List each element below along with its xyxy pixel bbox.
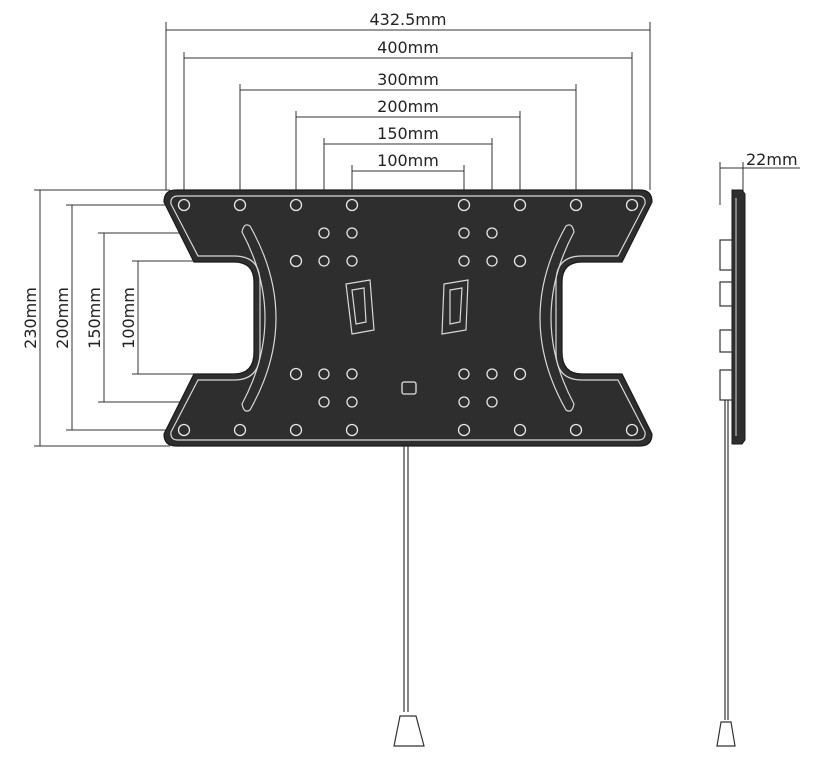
pull-tab [393, 715, 425, 747]
height-230-label: 230mm [21, 287, 40, 349]
side-view [716, 162, 800, 747]
depth-22-label: 22mm [746, 150, 798, 169]
pull-tab-side [716, 721, 736, 747]
width-150-label: 150mm [377, 124, 439, 143]
right-lock-bracket [441, 279, 469, 335]
left-handle-slot [241, 224, 277, 412]
height-150-label: 150mm [85, 287, 104, 349]
pull-cord-front [393, 446, 425, 747]
width-400-label: 400mm [377, 38, 439, 57]
center-latch [401, 381, 417, 395]
width-100-label: 100mm [377, 151, 439, 170]
width-300-label: 300mm [377, 70, 439, 89]
left-lock-bracket [345, 279, 375, 335]
width-200-label: 200mm [377, 97, 439, 116]
height-200-label: 200mm [53, 287, 72, 349]
mounting-plate [163, 189, 653, 447]
height-100-label: 100mm [119, 287, 138, 349]
right-handle-slot [539, 224, 575, 412]
width-432-label: 432.5mm [370, 10, 447, 29]
